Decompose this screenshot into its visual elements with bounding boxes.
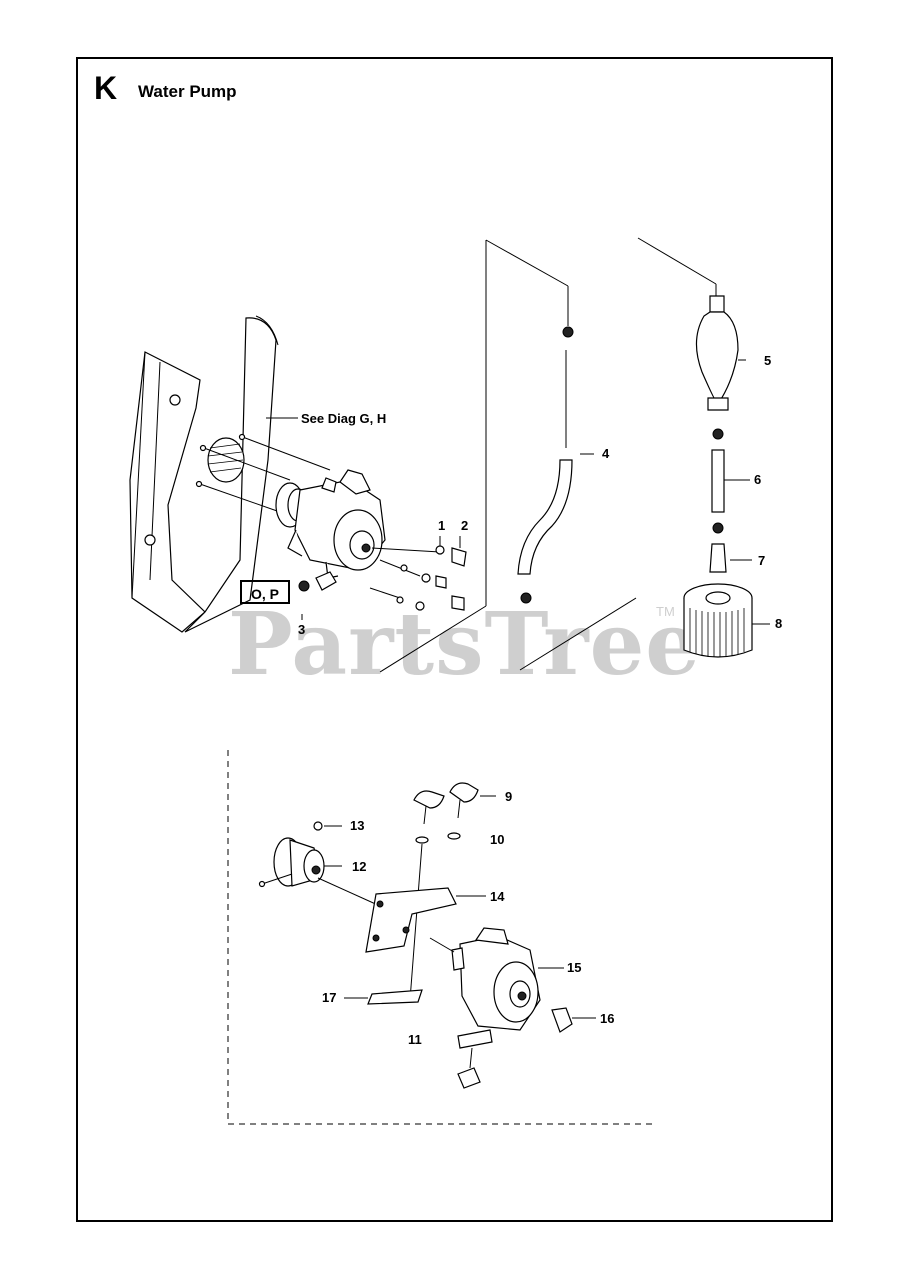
page-title: Water Pump (138, 82, 237, 101)
watermark: PartsTree (228, 594, 702, 695)
callout-12: 12 (352, 859, 366, 874)
hose-fitting (709, 543, 752, 573)
primer-bulb (637, 237, 746, 411)
callout-6: 6 (754, 472, 761, 487)
water-pump-assembly (275, 469, 386, 579)
connector-hose (711, 449, 750, 513)
callout-13: 13 (350, 818, 364, 833)
pump-screen (207, 437, 245, 483)
callout-10: 10 (490, 832, 504, 847)
callout-15: 15 (567, 960, 581, 975)
diagram-frame (76, 57, 833, 1222)
elbow-fitting (551, 1007, 596, 1033)
callout-9: 9 (505, 789, 512, 804)
callout-4: 4 (602, 446, 610, 461)
watermark-trademark: TM (656, 604, 675, 619)
knobs (413, 782, 496, 825)
section-letter: K (94, 70, 118, 106)
gasket (344, 989, 423, 1005)
see-diag-reference: See Diag G, H (301, 411, 386, 426)
engine-frame (129, 315, 279, 633)
callout-2: 2 (461, 518, 468, 533)
strainer-filter (683, 583, 770, 658)
pulley (258, 837, 381, 907)
cross-reference-box: O, P (240, 580, 290, 604)
callout-5: 5 (764, 353, 771, 368)
mounting-bracket (365, 887, 486, 953)
drain-assembly (457, 1029, 493, 1089)
suction-hose (379, 239, 637, 673)
callout-1: 1 (438, 518, 445, 533)
detail-boundary (227, 750, 656, 1125)
washers (409, 832, 461, 1001)
callout-3: 3 (298, 622, 305, 637)
pump-body (429, 927, 564, 1031)
callout-8: 8 (775, 616, 782, 631)
callout-16: 16 (600, 1011, 614, 1026)
callout-11: 11 (408, 1032, 422, 1047)
callout-17: 17 (322, 990, 336, 1005)
callout-14: 14 (490, 889, 505, 904)
callout-7: 7 (758, 553, 765, 568)
